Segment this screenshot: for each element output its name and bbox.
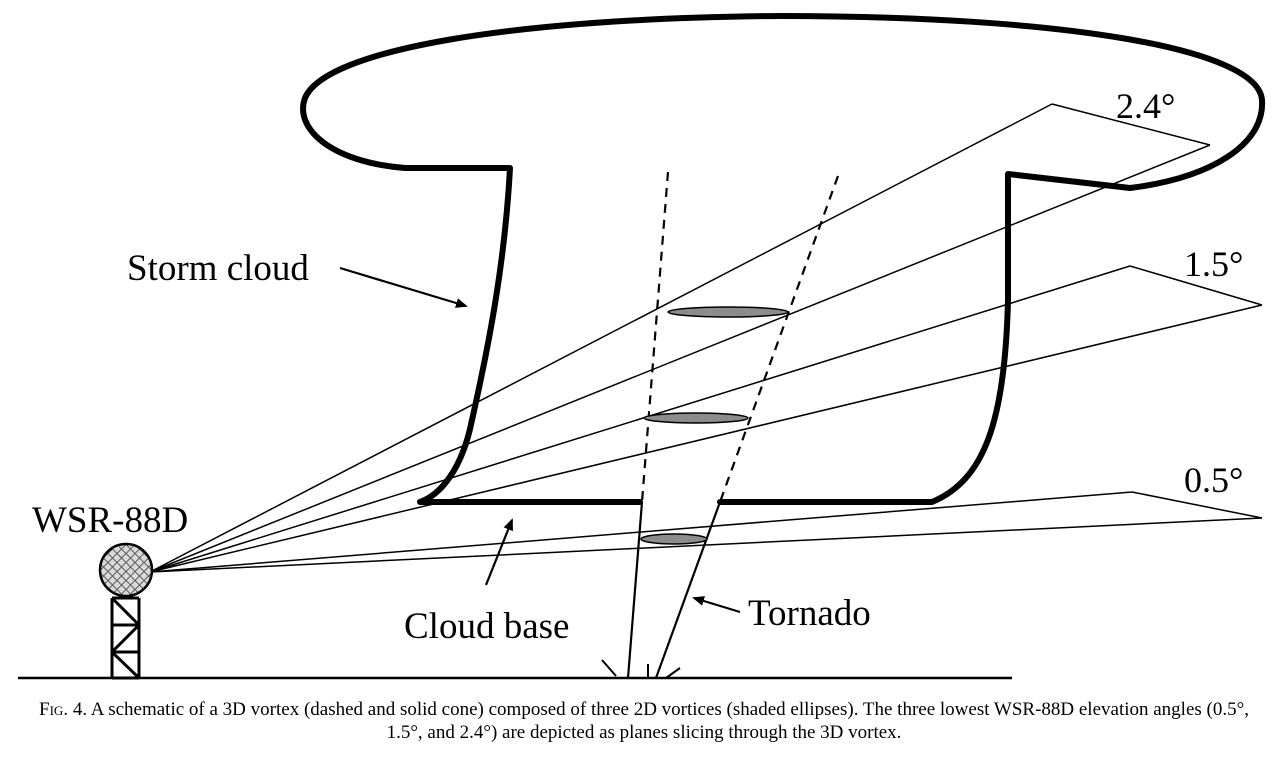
vortex-ellipse-15 <box>643 412 749 424</box>
storm-cloud-outline <box>300 13 1266 505</box>
tornado-arrow <box>692 596 741 614</box>
radar-label: WSR-88D <box>32 500 188 541</box>
vortex-ellipse-05 <box>640 533 708 545</box>
storm-cloud-label: Storm cloud <box>127 248 309 289</box>
tornado-label: Tornado <box>748 593 871 634</box>
vortex-cone-solid <box>626 501 722 679</box>
figure-number: Fig. 4. <box>39 699 88 720</box>
vortex-ellipse-24 <box>667 306 789 318</box>
storm-cloud-arrow <box>339 266 468 308</box>
angle-label-15: 1.5° <box>1184 244 1243 284</box>
elevation-plane-15 <box>149 265 1263 573</box>
radar-dome <box>98 542 154 598</box>
angle-label-05: 0.5° <box>1184 460 1243 500</box>
cloud-base-label: Cloud base <box>404 606 569 647</box>
radar-tower <box>110 596 141 680</box>
cloud-base-arrow <box>484 518 514 586</box>
vortex-schematic: Storm cloud WSR-88D Cloud base Tornado 2… <box>18 13 1266 680</box>
debris-marks <box>601 659 681 679</box>
elevation-plane-05 <box>149 491 1263 573</box>
figure-caption: Fig. 4. A schematic of a 3D vortex (dash… <box>20 698 1268 744</box>
elevation-plane-24 <box>149 103 1211 573</box>
angle-label-24: 2.4° <box>1116 86 1175 126</box>
vortex-cone-dashed <box>640 171 840 503</box>
caption-text: A schematic of a 3D vortex (dashed and s… <box>90 699 1249 743</box>
